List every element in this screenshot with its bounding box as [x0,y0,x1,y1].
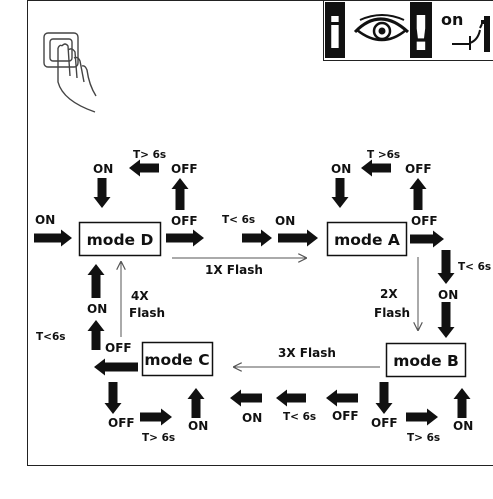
mode-a-hold-label: T >6s [367,149,400,161]
mode-c-on-label: ON [188,419,208,433]
arrow-entry-to-mode-d [34,230,72,247]
a-to-b-on-label: ON [438,288,458,302]
warning-symbol: ! [410,6,432,62]
entry-on-label: ON [35,213,55,227]
mode-b-hold-label: T> 6s [407,432,440,444]
arrow-c-to-d-1 [88,320,105,350]
arrow-a-to-b-1 [438,250,455,284]
arrow-into-mode-a [278,230,318,247]
arrow-mode-c-exit [94,359,138,376]
arrow-mode-a-on-down [332,178,349,208]
arrow-mode-d-hold [129,160,159,177]
d-to-a-on-label: ON [275,214,295,228]
arrow-mode-d-off-up [172,178,189,210]
flash-4x-count-label: 4X [131,289,149,303]
arrow-mode-a-hold [361,160,391,177]
mode-d-label: mode D [87,231,154,249]
arrow-mode-c-on-up [188,388,205,418]
mode-b-on-label: ON [453,419,473,433]
mode-c-label: mode C [144,351,209,369]
arrow-mode-d-exit-2 [242,230,272,247]
mode-c-box: mode C [143,343,213,376]
mode-d-hold-label: T> 6s [133,149,166,161]
c-to-d-on-label: ON [87,302,107,316]
mode-a-box: mode A [328,223,407,256]
block-arrows [34,160,471,426]
d-to-a-time-label: T< 6s [222,214,255,226]
flash-1x-label: 1X Flash [205,263,263,277]
a-to-b-time-label: T< 6s [458,261,491,273]
mode-b-label: mode B [393,352,459,370]
arrow-c-to-d-2 [88,264,105,298]
flash-3x-label: 3X Flash [278,346,336,360]
hand-press-icon [44,33,96,112]
arrow-mode-b-hold [406,409,438,426]
arrow-a-to-b-2 [438,302,455,338]
b-to-c-on-label: ON [242,411,262,425]
b-to-c-off-label: OFF [332,409,359,423]
flash-2x-text-label: Flash [374,306,410,320]
mode-d-on-label: ON [93,162,113,176]
mode-d-box: mode D [80,223,161,256]
arrow-b-to-c-1 [326,390,358,407]
mode-b-box: mode B [387,344,466,377]
arrow-mode-d-exit-1 [166,230,204,247]
flash-2x-count-label: 2X [380,287,398,301]
b-to-c-time-label: T< 6s [283,411,316,423]
mode-a-on-label: ON [331,162,351,176]
mode-a-label: mode A [334,231,400,249]
eye-icon [355,15,408,40]
c-to-d-off-label: OFF [105,341,132,355]
mode-a-exit-off-label: OFF [411,214,438,228]
mode-d-exit-off-label: OFF [171,214,198,228]
arrow-b-to-c-3 [230,390,262,407]
mode-c-off-label: OFF [108,416,135,430]
info-icon: i [325,2,345,58]
power-on-text: on [441,10,463,29]
c-to-d-time-label: T<6s [36,331,66,343]
flash-4x-text-label: Flash [129,306,165,320]
arrow-mode-c-off-down [105,382,122,414]
power-on-icon: on [441,10,482,50]
arrow-mode-a-exit [410,231,444,248]
mode-c-hold-label: T> 6s [142,432,175,444]
mode-a-off-label: OFF [405,162,432,176]
mode-b-off-label: OFF [371,416,398,430]
arrow-mode-b-on-up [454,388,471,418]
info-symbol: i [328,9,342,58]
arrow-mode-d-on-down [94,178,111,208]
arrow-b-to-c-2 [276,390,306,407]
arrow-mode-b-off-down [376,382,393,414]
arrow-mode-a-off-up [410,178,427,210]
arrow-mode-c-hold [140,409,172,426]
mode-d-off-label: OFF [171,162,198,176]
power-plug-icon [481,16,490,52]
warning-icon: ! [410,2,432,62]
